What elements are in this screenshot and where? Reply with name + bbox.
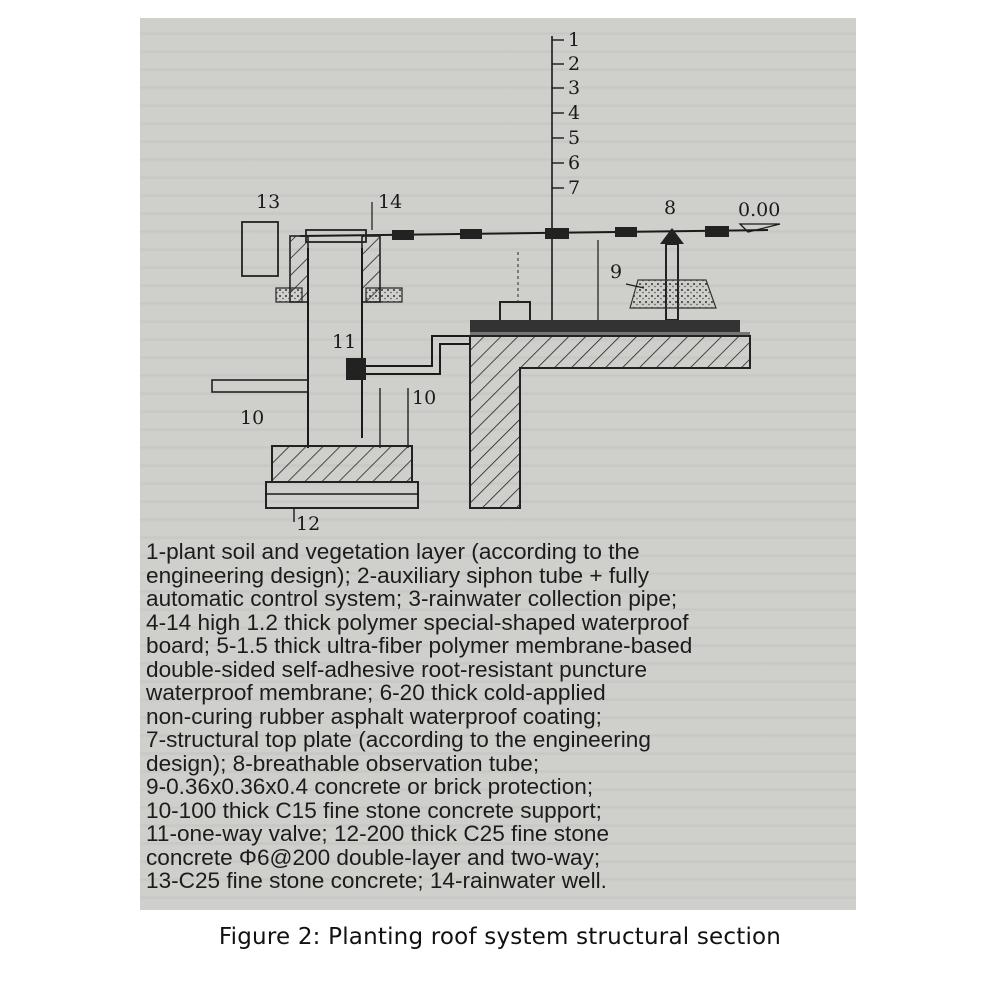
callout-13: 13: [256, 191, 280, 213]
callout-3: 3: [568, 77, 580, 99]
ground-surface: [299, 226, 769, 240]
observation-tube: [629, 228, 717, 321]
callout-5: 5: [568, 127, 580, 149]
waterproof-layers: [470, 320, 750, 336]
rainwater-well: [241, 221, 403, 448]
callout-9: 9: [610, 261, 622, 283]
callout-10-left: 10: [240, 407, 264, 429]
callout-12: 12: [296, 513, 320, 535]
figure-caption: Figure 2: Planting roof system structura…: [218, 924, 782, 950]
concrete-support: [211, 379, 409, 448]
structural-top-plate: [469, 335, 751, 509]
callout-8: 8: [664, 197, 676, 219]
legend-line: waterproof membrane; 6-20 thick cold-app…: [146, 680, 606, 705]
legend-line: design); 8-breathable observation tube;: [146, 750, 540, 776]
callout-11: 11: [332, 331, 356, 353]
callout-2: 2: [568, 53, 580, 75]
callout-4: 4: [568, 102, 580, 124]
figure-photo: 1 2 3 4 5 6 7 0.00 8 9: [140, 18, 856, 910]
legend-line: engineering design); 2-auxiliary siphon …: [146, 562, 650, 588]
legend-line: 4-14 high 1.2 thick polymer special-shap…: [146, 609, 689, 635]
legend-line: board; 5-1.5 thick ultra-fiber polymer m…: [146, 633, 693, 658]
callout-6: 6: [568, 152, 580, 174]
callout-1: 1: [568, 29, 580, 51]
callout-14: 14: [378, 191, 402, 213]
legend-text: 1-plant soil and vegetation layer (accor…: [146, 540, 854, 893]
legend-line: concrete Φ6@200 double-layer and two-way…: [146, 844, 601, 870]
legend-line: automatic control system; 3-rainwater co…: [146, 586, 678, 611]
legend-line: 1-plant soil and vegetation layer (accor…: [146, 539, 640, 564]
legend-line: 13-C25 fine stone concrete; 14-rainwater…: [146, 868, 607, 893]
one-way-valve: [346, 335, 470, 380]
legend-line: 7-structural top plate (according to the…: [146, 727, 651, 752]
base-slab: [265, 445, 419, 522]
legend-line: double-sided self-adhesive root-resistan…: [146, 656, 648, 682]
legend-line: 11-one-way valve; 12-200 thick C25 fine …: [146, 821, 610, 846]
structural-section-diagram: 1 2 3 4 5 6 7 0.00 8 9: [211, 29, 780, 535]
callout-10-right: 10: [412, 387, 436, 409]
legend-line: 10-100 thick C15 fine stone concrete sup…: [146, 797, 602, 823]
legend-line: non-curing rubber asphalt waterproof coa…: [146, 703, 602, 729]
callout-7: 7: [568, 177, 580, 199]
callout-leader-1-7: [551, 36, 564, 330]
elevation-label: 0.00: [738, 199, 780, 221]
legend-line: 9-0.36x0.36x0.4 concrete or brick protec…: [146, 774, 594, 799]
